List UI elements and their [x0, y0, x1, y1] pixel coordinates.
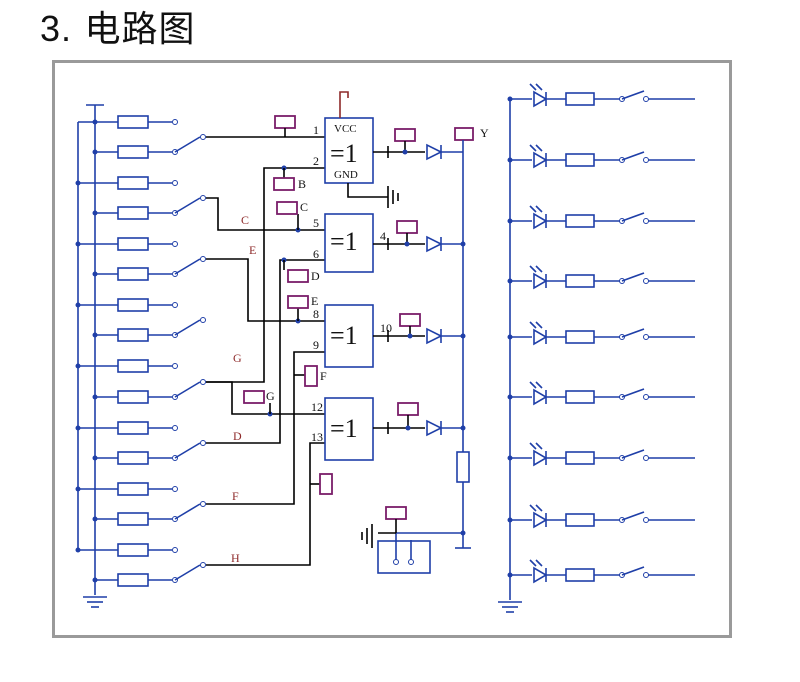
led-row: [507, 144, 695, 169]
gate-outputs: [373, 128, 463, 437]
led-rows: [507, 83, 695, 584]
led-icon: [533, 328, 548, 346]
led-row: [507, 559, 695, 584]
led-row: [507, 265, 695, 290]
selector-switches: [174, 134, 206, 581]
led-icon: [533, 566, 548, 584]
probe-e: [287, 295, 309, 309]
row-8: [95, 328, 178, 342]
probe-f: [304, 365, 318, 387]
probe-h: [319, 473, 333, 495]
led-icon: [533, 151, 548, 169]
svg-text:13: 13: [311, 430, 323, 444]
row-12: [95, 451, 178, 465]
xor-gate-1: VCC GND =1 1 2: [313, 91, 399, 208]
row-14: [95, 512, 178, 526]
svg-text:8: 8: [313, 307, 319, 321]
xor-gate-4: =1 12 13: [311, 397, 374, 461]
row-10: [95, 390, 178, 404]
probe-b: [273, 177, 295, 191]
row-13: [78, 482, 178, 496]
probe-label-c: C: [300, 200, 308, 214]
row-4: [95, 206, 178, 220]
row-1: [117, 115, 178, 129]
vcc-label: VCC: [334, 123, 357, 135]
svg-text:1: 1: [313, 123, 319, 137]
probe-label-g: G: [266, 389, 275, 403]
row-9: [78, 359, 178, 373]
input-resistor-rows: [75, 115, 178, 587]
gate-2-symbol: =1: [330, 227, 358, 256]
svg-text:4: 4: [380, 229, 386, 243]
wire-label-h: H: [231, 551, 240, 565]
probe-a: [274, 115, 296, 129]
svg-text:2: 2: [313, 154, 319, 168]
led-row: [507, 381, 695, 406]
row-7: [78, 298, 178, 312]
led-bank: [498, 99, 522, 613]
led-row: [507, 442, 695, 467]
led-icon: [533, 449, 548, 467]
row-2: [95, 145, 178, 159]
gnd-label: GND: [334, 169, 358, 181]
probe-label-f: F: [320, 369, 327, 383]
probes: B C D E F G: [243, 115, 333, 495]
wire-label-d: D: [233, 429, 242, 443]
wire-label-f: F: [232, 489, 239, 503]
svg-text:5: 5: [313, 216, 319, 230]
gate-input-wiring: [206, 136, 325, 566]
row-16: [95, 573, 178, 587]
row-5: [78, 237, 178, 251]
page-heading: 3. 电路图: [40, 0, 196, 52]
led-row: [507, 205, 695, 230]
gate-4-symbol: =1: [330, 414, 358, 443]
svg-text:10: 10: [380, 321, 392, 335]
led-row: [507, 321, 695, 346]
row-15: [78, 543, 178, 557]
svg-text:6: 6: [313, 247, 319, 261]
y-output-bus: Y: [361, 126, 489, 574]
xor-gate-3: =1 8 9 10: [313, 304, 392, 368]
svg-text:9: 9: [313, 338, 319, 352]
gate-3-symbol: =1: [330, 321, 358, 350]
led-icon: [533, 388, 548, 406]
led-icon: [533, 272, 548, 290]
wire-label-e: E: [249, 243, 256, 257]
xor-gate-2: =1 5 6 4: [313, 213, 386, 273]
led-icon: [533, 511, 548, 529]
svg-text:12: 12: [311, 400, 323, 414]
heading-number: 3.: [40, 8, 73, 49]
input-bus: [77, 104, 118, 608]
led-row: [507, 504, 695, 529]
heading-title: 电路图: [84, 9, 196, 50]
led-icon: [533, 212, 548, 230]
led-row: [507, 83, 695, 108]
probe-g: [243, 390, 265, 404]
led-icon: [533, 90, 548, 108]
output-label-y: Y: [480, 126, 489, 140]
probe-label-d: D: [311, 269, 320, 283]
wire-labels: C E G D F H: [231, 213, 256, 565]
gate-1-symbol: =1: [330, 139, 358, 168]
probe-d: [287, 269, 309, 283]
probe-label-b: B: [298, 177, 306, 191]
row-6: [95, 267, 178, 281]
probe-label-e: E: [311, 294, 318, 308]
wire-label-g: G: [233, 351, 242, 365]
diagram-frame: [52, 60, 732, 638]
row-11: [78, 421, 178, 435]
probe-c: [276, 201, 298, 215]
wire-label-c: C: [241, 213, 249, 227]
row-3: [78, 176, 178, 190]
